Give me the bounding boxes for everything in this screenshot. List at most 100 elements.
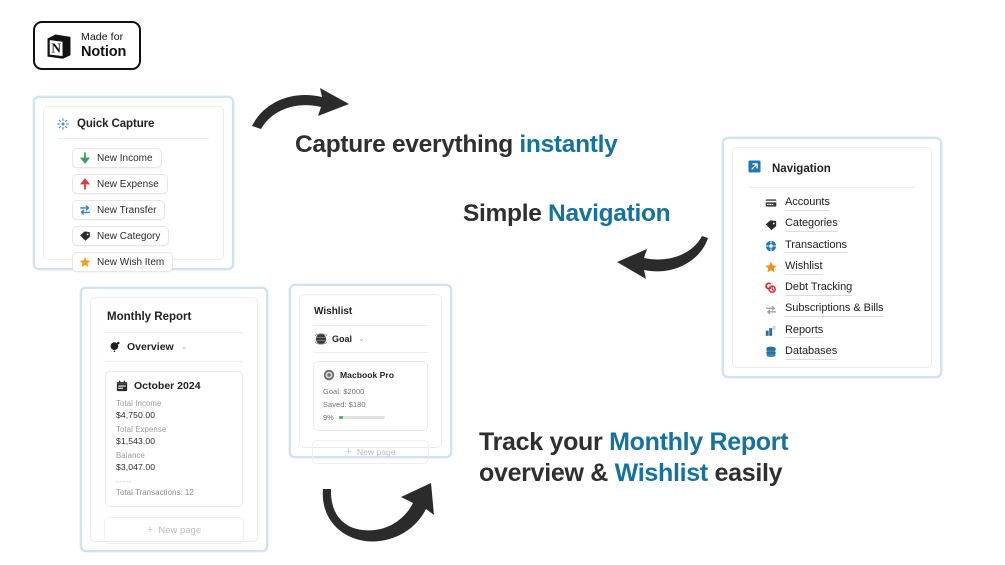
divider (749, 187, 915, 188)
new-expense-button[interactable]: New Expense (72, 174, 168, 194)
nav-item-wishlist[interactable]: Wishlist (765, 260, 931, 275)
goal-label: Goal (332, 334, 353, 344)
tag-icon (79, 230, 91, 242)
total-expense-label: Total Expense (116, 425, 167, 434)
divider (58, 138, 209, 139)
made-for-notion-badge: N Made for Notion (33, 21, 141, 70)
nav-item-transactions[interactable]: Transactions (765, 239, 931, 254)
headline-track-part1: Track your (479, 428, 610, 456)
overview-view-selector[interactable]: Overview ⌄ (91, 333, 257, 353)
navigation-item-list: Accounts Categories Transactions (733, 188, 931, 360)
diagonal-arrow-box-icon (748, 160, 761, 178)
button-label: New Category (97, 230, 161, 242)
navigation-header: Navigation (733, 148, 931, 178)
divider (313, 352, 428, 353)
headline-navigation-plain: Simple (463, 200, 549, 227)
new-page-label: New page (356, 447, 396, 457)
calendar-icon (116, 380, 128, 392)
entry-date-row: October 2024 (116, 380, 232, 392)
plus-icon: + (146, 524, 154, 536)
nav-item-label: Categories (785, 217, 838, 232)
headline-navigation-accent: Navigation (548, 200, 671, 227)
wishlist-item-name: Macbook Pro (340, 370, 394, 380)
button-label: New Expense (97, 178, 159, 190)
monthly-report-entry[interactable]: October 2024 Total Income $4,750.00 Tota… (105, 371, 243, 507)
badge-text: Made for Notion (81, 32, 126, 59)
nav-item-label: Wishlist (785, 260, 823, 275)
quick-capture-title: Quick Capture (77, 118, 155, 130)
total-income-value: $4,750.00 (116, 410, 156, 420)
progress-fill (338, 416, 343, 419)
monthly-report-new-page-button[interactable]: + New page (104, 517, 244, 544)
total-transactions: Total Transactions: 12 (116, 488, 194, 497)
credit-card-icon (765, 197, 777, 209)
target-circle-icon (323, 369, 335, 381)
chevron-down-icon[interactable]: ⌄ (358, 334, 365, 343)
quick-capture-card: Quick Capture New Income New Expense (33, 96, 234, 272)
nav-item-subscriptions-bills[interactable]: Subscriptions & Bills (765, 302, 931, 317)
notion-cube-icon: N (44, 31, 74, 61)
nav-item-categories[interactable]: Categories (765, 217, 931, 232)
new-income-button[interactable]: New Income (72, 148, 162, 168)
nav-item-reports[interactable]: Reports (765, 324, 931, 339)
arrow-down-icon (79, 152, 91, 164)
nav-item-accounts[interactable]: Accounts (765, 196, 931, 211)
arrow-track (318, 481, 446, 554)
star-icon (765, 261, 777, 273)
wishlist-item-card[interactable]: Macbook Pro Goal: $2000 Saved: $180 9% (313, 361, 428, 431)
new-category-button[interactable]: New Category (72, 226, 170, 246)
badge-line2: Notion (81, 43, 127, 60)
globe-icon (315, 333, 327, 345)
monthly-report-title: Monthly Report (107, 311, 192, 323)
headline-track-accent1: Monthly Report (609, 428, 789, 456)
headline-navigation: Simple Navigation (463, 200, 671, 228)
headline-track-accent2: Wishlist (614, 458, 709, 487)
nav-item-label: Subscriptions & Bills (785, 302, 884, 317)
monthly-report-inner: Monthly Report Overview ⌄ (90, 297, 258, 544)
goal-view-selector[interactable]: Goal ⌄ (300, 326, 441, 345)
total-income-label: Total Income (116, 399, 162, 408)
database-stack-icon (765, 346, 777, 358)
transaction-circle-icon (765, 240, 777, 252)
quick-capture-button-list: New Income New Expense New Tr (44, 139, 223, 272)
arrow-navigation (614, 232, 712, 285)
nav-item-debt-tracking[interactable]: Debt Tracking (765, 281, 931, 296)
entry-divider-dashes: ----- (116, 477, 132, 486)
navigation-title: Navigation (772, 163, 831, 175)
headline-track-part3: easily (707, 458, 783, 487)
balance-value: $3,047.00 (116, 462, 156, 472)
svg-text:N: N (51, 40, 61, 55)
navigation-inner: Navigation Accounts Categories (732, 147, 932, 368)
wishlist-progress-percent: 9% (323, 413, 334, 422)
wishlist-progress: 9% (323, 413, 418, 422)
wishlist-inner: Wishlist Goal ⌄ (299, 294, 442, 464)
wishlist-item-row: Macbook Pro (323, 369, 418, 381)
headline-capture-accent: instantly (519, 131, 618, 158)
nav-item-label: Debt Tracking (785, 281, 852, 296)
headline-capture-plain: Capture everything (295, 131, 520, 158)
headline-capture: Capture everything instantly (295, 131, 618, 159)
debt-copyright-icon (765, 282, 777, 294)
nav-item-databases[interactable]: Databases (765, 345, 931, 360)
chevron-down-icon[interactable]: ⌄ (180, 342, 188, 351)
bar-chart-icon (765, 325, 777, 337)
monthly-report-card: Monthly Report Overview ⌄ (80, 287, 268, 552)
new-transfer-button[interactable]: New Transfer (72, 200, 166, 220)
button-label: New Income (97, 152, 153, 164)
arrow-capture (248, 84, 354, 139)
divider (105, 361, 243, 362)
wishlist-new-page-button[interactable]: + New page (312, 440, 429, 464)
arrow-up-icon (79, 178, 91, 190)
new-wish-item-button[interactable]: New Wish Item (72, 252, 174, 272)
nav-item-label: Transactions (785, 239, 847, 254)
quick-capture-header: Quick Capture (44, 107, 223, 130)
balance-label: Balance (116, 451, 145, 460)
divider (105, 332, 243, 333)
divider (313, 325, 428, 326)
wishlist-title: Wishlist (314, 306, 353, 317)
entry-date: October 2024 (134, 380, 201, 392)
star-icon (79, 256, 91, 268)
nav-item-label: Reports (785, 324, 823, 339)
